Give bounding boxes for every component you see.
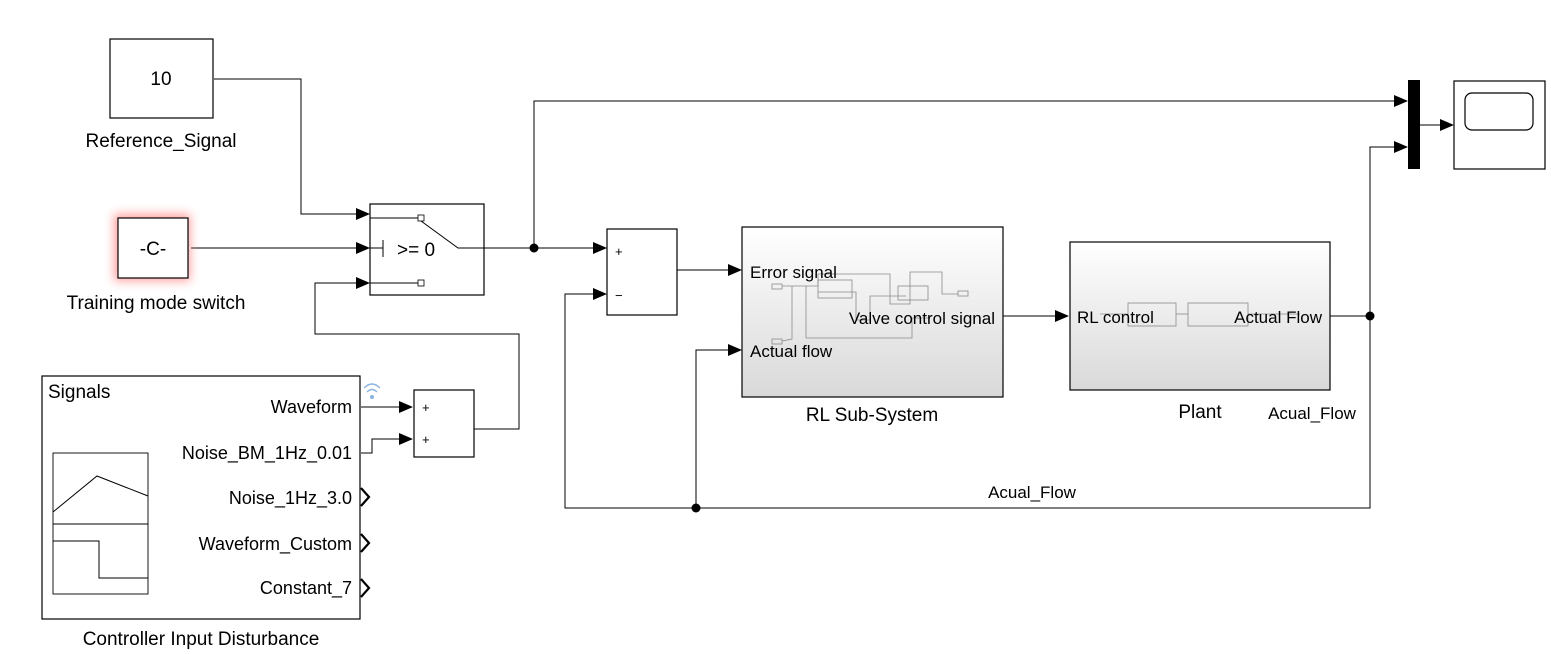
signals-block-title: Signals xyxy=(48,382,110,403)
rl-input-error-signal: Error signal xyxy=(750,263,837,282)
scope-block[interactable] xyxy=(1453,80,1546,170)
triangle-waveform-icon xyxy=(52,475,149,513)
wire-reference-to-switch[interactable] xyxy=(214,78,356,215)
rl-subsystem-internal-preview xyxy=(771,271,969,345)
reference-value: 10 xyxy=(150,69,171,90)
wire-noise-to-sum2[interactable] xyxy=(361,438,399,454)
branch-point-feedback xyxy=(691,503,701,513)
signals-output-constant-7: Constant_7 xyxy=(260,578,352,599)
rl-subsystem-block[interactable]: Error signal Actual flow Valve control s… xyxy=(741,226,1004,398)
arrowheads xyxy=(356,95,1454,445)
plant-label: Plant xyxy=(1178,402,1222,423)
branch-point-switch-out xyxy=(529,243,539,253)
reference-signal-block[interactable]: 10 xyxy=(109,38,214,119)
unconnected-port-icon[interactable] xyxy=(360,578,371,598)
plant-output-signal-label: Acual_Flow xyxy=(1268,404,1357,423)
signal-lines xyxy=(191,78,1440,509)
rl-input-actual-flow: Actual flow xyxy=(750,342,833,361)
wire-feedback[interactable] xyxy=(564,293,1371,509)
step-waveform-icon xyxy=(53,540,148,579)
training-mode-switch-label: Training mode switch xyxy=(67,293,246,314)
training-mode-constant-block[interactable]: -C- xyxy=(114,214,190,281)
reference-signal-label: Reference_Signal xyxy=(85,131,236,152)
sum2-plus-sign-2: + xyxy=(422,432,430,447)
signals-preview-plots xyxy=(52,452,149,595)
wire-feedback-to-rl[interactable] xyxy=(695,349,728,508)
switch-pole xyxy=(420,220,484,249)
signals-output-noise-1hz: Noise_1Hz_3.0 xyxy=(229,488,352,509)
signals-output-waveform-custom: Waveform_Custom xyxy=(199,534,352,555)
scope-screen xyxy=(1464,92,1534,131)
signals-output-noise-bm: Noise_BM_1Hz_0.01 xyxy=(182,443,352,464)
plant-internal-preview xyxy=(1100,302,1300,327)
branch-point-plant-out xyxy=(1365,311,1375,321)
feedback-signal-label: Acual_Flow xyxy=(988,483,1077,502)
disturbance-sum-block[interactable]: + + xyxy=(413,389,475,458)
plant-block[interactable]: RL control Actual Flow xyxy=(1069,241,1331,391)
sum1-plus-sign: + xyxy=(615,244,623,259)
wire-sum2-to-switch[interactable] xyxy=(314,282,520,430)
plant-input-rl-control: RL control xyxy=(1077,308,1154,327)
controller-input-disturbance-label: Controller Input Disturbance xyxy=(83,629,320,650)
signals-block[interactable]: Signals Waveform Noise_BM_1Hz_0.01 Noise… xyxy=(41,375,371,620)
error-sum-block[interactable]: + − xyxy=(606,228,678,316)
switch-block[interactable]: >= 0 xyxy=(369,203,485,296)
wire-plant-to-mux[interactable] xyxy=(1330,146,1394,317)
sum1-minus-sign: − xyxy=(615,288,623,303)
wire-branch-to-mux[interactable] xyxy=(533,100,1394,248)
rl-output-valve-control: Valve control signal xyxy=(849,309,995,328)
unconnected-port-icon[interactable] xyxy=(360,487,371,507)
plant-output-actual-flow: Actual Flow xyxy=(1234,308,1323,327)
mux-block[interactable] xyxy=(1408,80,1420,169)
unconnected-port-icon[interactable] xyxy=(360,533,371,553)
signals-output-waveform: Waveform xyxy=(271,397,352,417)
wireless-signal-icon xyxy=(363,383,381,399)
switch-criteria: >= 0 xyxy=(397,240,435,261)
constant-value: -C- xyxy=(140,239,166,260)
rl-subsystem-label: RL Sub-System xyxy=(806,405,938,426)
sum2-plus-sign-1: + xyxy=(422,400,430,415)
